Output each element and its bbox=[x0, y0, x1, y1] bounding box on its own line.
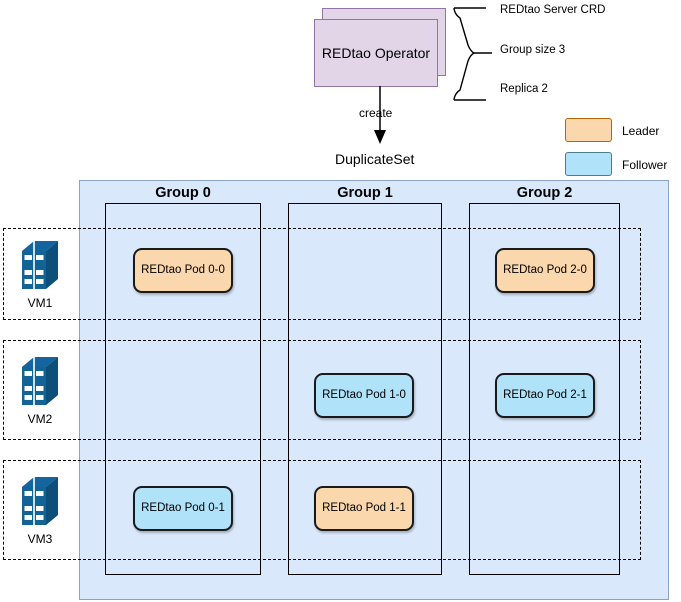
annotation-replica: Replica 2 bbox=[500, 83, 548, 95]
vm-label-3: VM3 bbox=[27, 532, 53, 546]
legend-leader-label: Leader bbox=[622, 124, 660, 138]
group-title-0: Group 0 bbox=[155, 185, 211, 201]
pod-1-0[interactable]: REDtao Pod 1-0 bbox=[314, 373, 414, 418]
legend-follower-label: Follower bbox=[622, 158, 668, 172]
vm-cell-2: VM2 bbox=[5, 342, 75, 438]
vm-cell-1: VM1 bbox=[5, 230, 75, 318]
legend-follower-swatch bbox=[565, 152, 612, 176]
group-title-1: Group 1 bbox=[337, 185, 393, 201]
legend-leader-swatch bbox=[565, 118, 612, 142]
server-rack-icon bbox=[22, 241, 58, 289]
redtao-operator-box[interactable]: REDtao Operator bbox=[314, 19, 438, 87]
vm-row-boundary-1 bbox=[3, 228, 641, 320]
group-column-2 bbox=[469, 203, 620, 575]
curly-brace-icon bbox=[453, 7, 492, 101]
annotation-crd: REDtao Server CRD bbox=[500, 4, 606, 16]
pod-2-0[interactable]: REDtao Pod 2-0 bbox=[495, 248, 595, 293]
pod-2-1[interactable]: REDtao Pod 2-1 bbox=[495, 373, 595, 418]
annotation-group-size: Group size 3 bbox=[500, 44, 566, 56]
group-title-2: Group 2 bbox=[516, 185, 573, 201]
operator-label: REDtao Operator bbox=[321, 45, 431, 61]
create-arrow-icon bbox=[374, 86, 386, 144]
pod-0-0[interactable]: REDtao Pod 0-0 bbox=[133, 248, 233, 293]
vm-cell-3: VM3 bbox=[5, 462, 75, 558]
vm-label-2: VM2 bbox=[27, 412, 53, 426]
pod-1-1[interactable]: REDtao Pod 1-1 bbox=[314, 486, 414, 531]
create-arrow-label: create bbox=[359, 106, 393, 120]
pod-0-1[interactable]: REDtao Pod 0-1 bbox=[133, 486, 233, 531]
group-column-0 bbox=[105, 203, 261, 575]
group-column-1 bbox=[288, 203, 442, 575]
server-rack-icon bbox=[22, 357, 58, 405]
vm-row-boundary-2 bbox=[3, 340, 641, 440]
duplicateset-label: DuplicateSet bbox=[335, 151, 415, 167]
vm-row-boundary-3 bbox=[3, 460, 641, 560]
server-rack-icon bbox=[22, 477, 58, 525]
vm-label-1: VM1 bbox=[27, 296, 53, 310]
